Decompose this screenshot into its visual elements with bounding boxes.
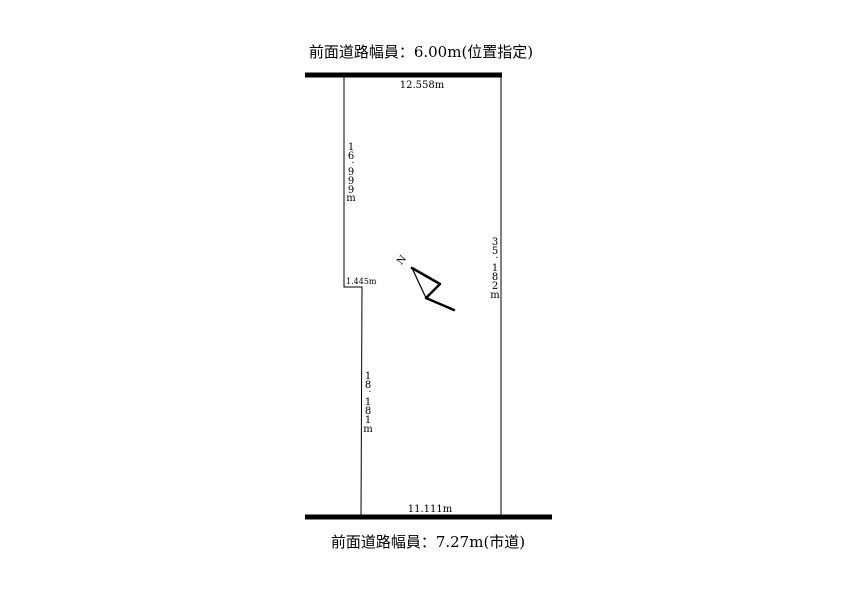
dim-char: 9	[348, 167, 354, 178]
dim-char: 9	[348, 185, 354, 196]
left-upper-dimension: 1 6 . 9 9 9 m	[346, 142, 356, 204]
dim-char: 1	[348, 142, 354, 153]
left-lower-dimension: 1 8 . 1 8 1 m	[363, 371, 373, 435]
dim-char: 8	[365, 380, 371, 391]
north-letter: N	[395, 253, 409, 267]
right-dimension: 3 5 . 1 8 2 m	[490, 237, 500, 301]
bottom-road-label: 前面道路幅員：7.27m(市道)	[331, 533, 525, 551]
dim-char: 5	[492, 246, 498, 257]
lot-left-boundary	[343, 75, 363, 518]
dim-char: 2	[492, 281, 498, 292]
dim-char: 3	[492, 237, 498, 248]
dim-char: 1	[365, 371, 371, 382]
dim-char: 6	[348, 151, 354, 162]
dim-char: .	[495, 250, 498, 261]
top-width-dimension: 12.558m	[400, 80, 445, 91]
bottom-width-dimension: 11.111m	[408, 504, 453, 515]
dim-char: m	[346, 193, 356, 204]
dim-char: m	[490, 290, 500, 301]
dim-char: 8	[492, 272, 498, 283]
dim-char: 1	[365, 397, 371, 408]
dim-char: 1	[365, 415, 371, 426]
dim-char: 1	[492, 263, 498, 274]
dim-char: .	[368, 384, 371, 395]
north-arrow-icon: N	[395, 253, 456, 312]
step-dimension: 1.445m	[346, 277, 377, 286]
top-road-label: 前面道路幅員：6.00m(位置指定)	[309, 43, 533, 61]
dim-char: 9	[348, 176, 354, 187]
dim-char: m	[363, 424, 373, 435]
dim-char: .	[351, 155, 354, 166]
dim-char: 8	[365, 406, 371, 417]
